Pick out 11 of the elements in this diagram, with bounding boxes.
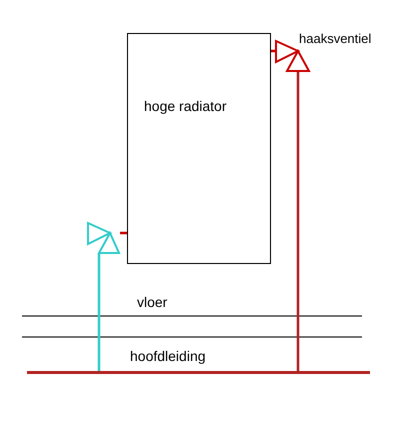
valve-label: haaksventiel xyxy=(299,30,372,48)
pipe xyxy=(271,50,275,52)
angle-valve-icon xyxy=(87,222,120,254)
pipe-label: hoofdleiding xyxy=(130,347,206,366)
pipe xyxy=(98,254,100,371)
pipe-label: vloer xyxy=(137,293,168,312)
main-pipe xyxy=(27,371,370,374)
pipe xyxy=(296,72,300,371)
radiator-box xyxy=(127,33,271,264)
radiator-label: hoge radiator xyxy=(144,97,227,116)
pipe xyxy=(120,232,127,234)
